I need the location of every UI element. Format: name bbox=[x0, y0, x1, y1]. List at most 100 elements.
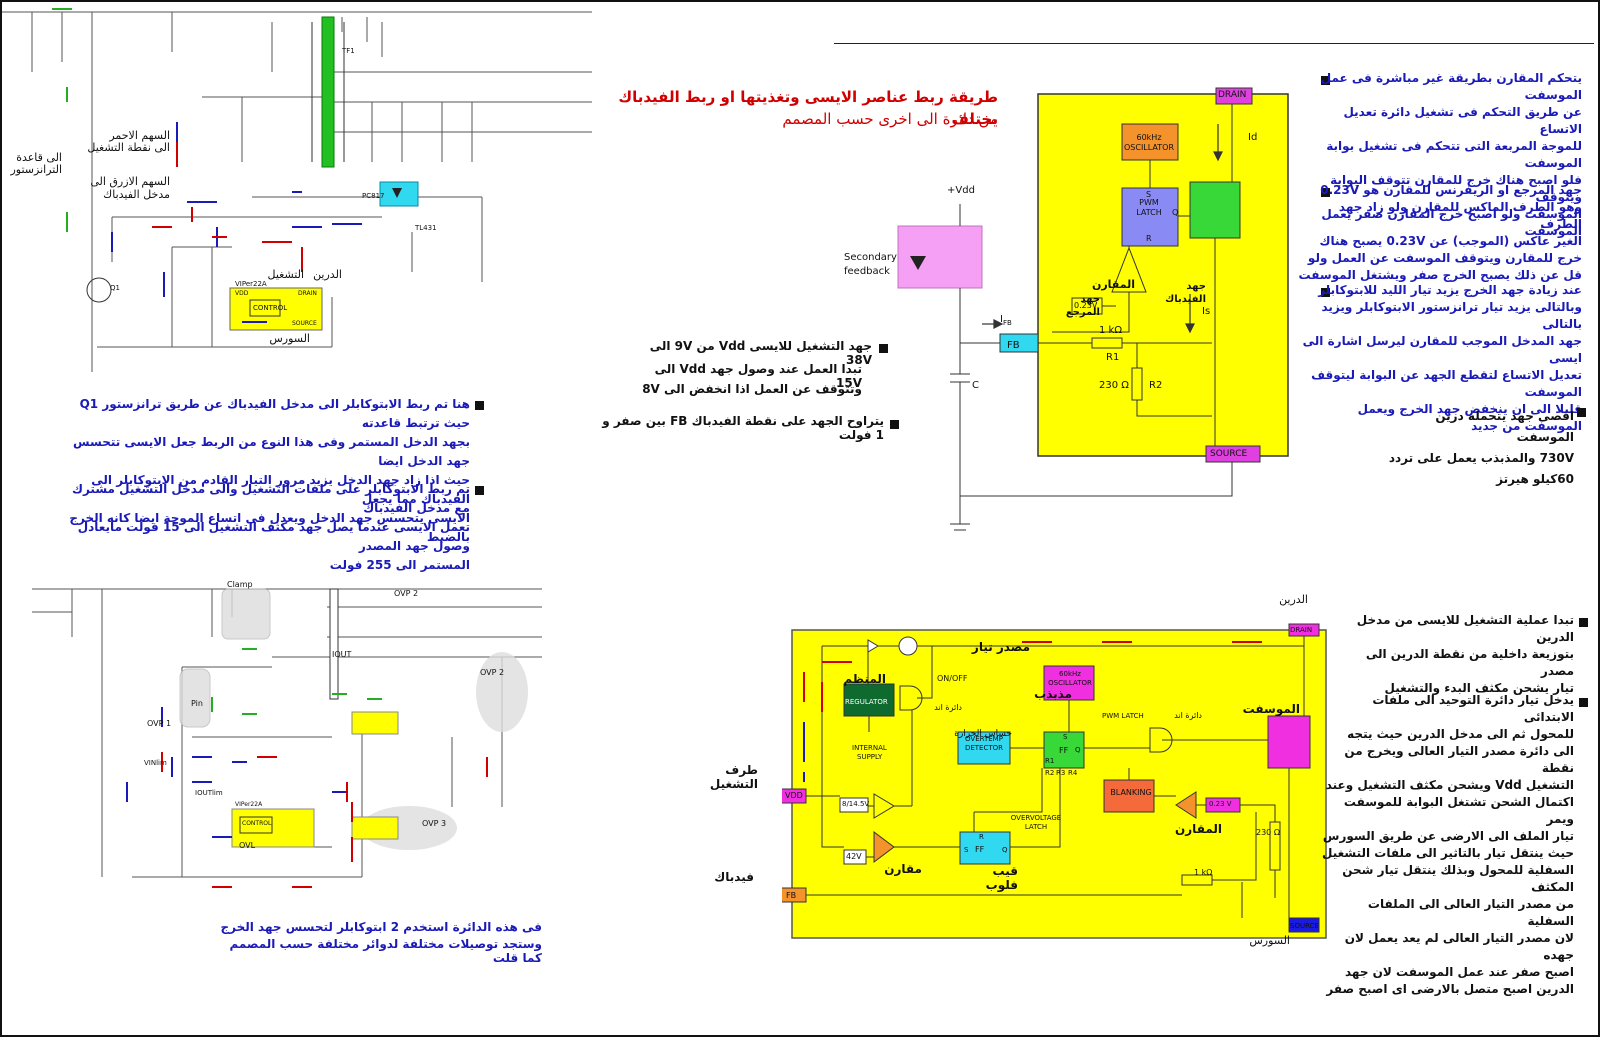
capacitor-label: C bbox=[972, 380, 979, 391]
note-line: وبالتالى يزيد تيار ترانزستور الابتوكابلر… bbox=[1321, 300, 1582, 331]
ref-label-ar-2: المرجع bbox=[1065, 307, 1100, 318]
fb-current-subscript: FB bbox=[1002, 319, 1012, 327]
pwm-ff-r2: R2 bbox=[1045, 769, 1055, 777]
r2-value: 230 Ω bbox=[1099, 380, 1129, 391]
ov-ff-q: Q bbox=[1002, 846, 1008, 854]
bullet-marker bbox=[890, 420, 899, 429]
control-label: CONTROL bbox=[242, 820, 272, 827]
note-line: السفلية للمحول وبذلك ينتقل تيار شحن المك… bbox=[1342, 863, 1574, 894]
bullet-marker bbox=[475, 486, 484, 495]
source-label-ar: السورس bbox=[1249, 934, 1290, 947]
drain-pin-label: DRAIN bbox=[298, 290, 317, 297]
note-line: الى دائرة مصدر التيار العالى ويخرج من نق… bbox=[1344, 744, 1574, 775]
hysteresis-box bbox=[839, 797, 869, 813]
ref-label-ar-1: جهد bbox=[1080, 294, 1100, 305]
control-label: CONTROL bbox=[253, 304, 288, 312]
notes-right-p3: عند زيادة جهد الخرج يزيد تيار الليد للاب… bbox=[1298, 282, 1582, 435]
note-line: المستمر الى 255 فولت bbox=[329, 558, 470, 572]
fb-pin-label: FB bbox=[1007, 340, 1020, 351]
note-line: عن طريق التحكم فى تشغيل دائرة تعديل الات… bbox=[1343, 105, 1582, 136]
current-source-label-ar: مصدر تيار bbox=[971, 640, 1030, 654]
note-line: تعديل الاتساع لتقطع الجهد عن البوابة ليت… bbox=[1311, 368, 1582, 399]
comparator-label-ar: المقارن bbox=[1175, 822, 1222, 836]
fb-label-ar-1: جهد bbox=[1186, 281, 1206, 292]
pwm-ff-r4: R4 bbox=[1068, 769, 1078, 777]
v42-label: 42V bbox=[846, 852, 862, 861]
source-pin-label: SOURCE bbox=[292, 320, 317, 327]
spec-fb-range: يتراوح الجهد على نقطة الفيدباك FB بين صف… bbox=[602, 414, 884, 442]
top-left-schematic bbox=[2, 8, 592, 372]
fb-current-symbol: I bbox=[1000, 314, 1003, 325]
pwm-s-pin: S bbox=[1146, 190, 1152, 199]
note-line: تيار يشحن مكثف البدء والتشغيل bbox=[1384, 681, 1574, 695]
bottom-note-line-1: فى هذه الدائرة استخدم 2 ابتوكابلر لتحسس … bbox=[220, 920, 542, 934]
vdd-pin-label: VDD bbox=[235, 290, 249, 297]
run-pin-label-ar: طرف التشغيل bbox=[709, 763, 758, 791]
iout-label: IOUT bbox=[332, 650, 352, 659]
supply-label: SUPPLY bbox=[857, 753, 883, 761]
drain-pin-label: DRAIN bbox=[1290, 626, 1313, 634]
note-line: قل عن ذلك يصبح الخرج صفر ويشتغل الموسفت bbox=[1298, 268, 1583, 282]
fb-label-ar-2: الفيدباك bbox=[1165, 294, 1206, 305]
note-line: تم ربط الابتوكابلر على ملفات التشغيل وال… bbox=[71, 482, 470, 515]
onoff-label: ON/OFF bbox=[937, 674, 968, 683]
note-line: جهد المدخل الموجب للمقارن ليرسل اشارة ال… bbox=[1302, 334, 1582, 365]
regulator-label-ar: المنظم bbox=[843, 672, 886, 686]
comparator-2-label-ar: مقارن bbox=[884, 862, 922, 876]
flipflop-label-ar: قيب فلوب bbox=[985, 864, 1018, 892]
pwm-ff-r3: R3 bbox=[1056, 769, 1066, 777]
note-line: يدخل تيار دائرة التوحيد الى ملفات الابتد… bbox=[1372, 693, 1574, 724]
note-line: حيث ينتقل تيار بالتاثير الى ملفات التشغي… bbox=[1322, 846, 1574, 860]
transformer-label: TF1 bbox=[342, 47, 355, 55]
oscillator-block bbox=[1043, 665, 1095, 701]
r1k-label: 1 kΩ bbox=[1194, 868, 1213, 877]
pwm-latch-block bbox=[1121, 187, 1179, 247]
overtemp-block bbox=[957, 731, 1011, 765]
note-line: الايسى يتحسس جهد الدخل ويعدل فى اتساع ال… bbox=[69, 511, 470, 544]
fb-current-label: IFB bbox=[1000, 314, 1012, 327]
mosfet-block bbox=[1267, 715, 1311, 769]
optocoupler-label: PC817 bbox=[362, 192, 385, 200]
ic-label: VIPer22A bbox=[235, 280, 267, 288]
notes-left-p1: هنا تم ربط الابتوكابلر الى مدخل الفيدباك… bbox=[62, 395, 470, 547]
note-line: للموجة المربعة التى تتحكم فى تشغيل بوابة… bbox=[1326, 139, 1582, 170]
oscillator-label: 60kHz OSCILLATOR bbox=[1123, 133, 1174, 152]
internal-label: INTERNAL bbox=[852, 744, 887, 752]
note-line: خرج للمقارن ويتوقف الموسفت عن العمل ولو bbox=[1307, 251, 1582, 265]
blanking-label: BLANKING bbox=[1110, 788, 1152, 797]
note-line: اكتمال الشحن تشتغل البوابة للموسفت ويمر bbox=[1343, 795, 1574, 826]
clamp-label: Clamp bbox=[227, 580, 253, 589]
bullet-marker bbox=[1579, 618, 1588, 627]
note-line: جهد المرجع او الريفرنس للمقارن هو 0.23V bbox=[1320, 183, 1582, 197]
ov-ff-r: R bbox=[979, 833, 984, 841]
thermal-sensor-label-ar: حساس الحرارة bbox=[954, 729, 1012, 739]
note-line: تيار الملف الى الارضى عن طريق السورس bbox=[1322, 829, 1574, 843]
secondary-label: Secondary bbox=[844, 252, 897, 263]
ic-label: VIPer22A bbox=[235, 801, 263, 808]
note-line: يتحكم المقارن بطريقة غير مباشرة فى عمل ا… bbox=[1320, 71, 1582, 102]
ref-label: 0.23 V bbox=[1209, 800, 1232, 808]
source-label-ar: السورس bbox=[269, 332, 310, 345]
note-line: بجهد الدخل المستمر وفى هذا النوع من الرب… bbox=[73, 435, 470, 468]
blue-arrow-note-1: السهم الازرق الى bbox=[90, 175, 170, 188]
notes-right-p1: يتحكم المقارن بطريقة غير مباشرة فى عمل ا… bbox=[1298, 70, 1582, 240]
bullet-marker bbox=[475, 401, 484, 410]
base-note-2: الترانزستور bbox=[10, 163, 62, 176]
note-line: الغير عاكس (الموجب) عن 0.23V يصبح هناك bbox=[1319, 234, 1583, 248]
vdd-label: +Vdd bbox=[947, 185, 975, 196]
ov-ff-block bbox=[959, 831, 1011, 865]
note-line: حيث اذا زاد جهد الدخل يزيد مرور التيار ا… bbox=[91, 473, 470, 506]
notes-right-bottom-p1: تبدا عملية التشغيل للايسى من مدخل الدرين… bbox=[1342, 612, 1574, 697]
pwm-latch-label: PWM LATCH bbox=[1102, 712, 1144, 720]
mosfet-label-ar: الموسفت bbox=[1242, 702, 1300, 716]
notes-right-bottom-p2: يدخل تيار دائرة التوحيد الى ملفات الابتد… bbox=[1320, 692, 1574, 998]
source-pin-label: SOURCE bbox=[1290, 922, 1319, 930]
ovp2-side-label: OVP 2 bbox=[480, 668, 505, 677]
drain-label-ar: الدرين bbox=[1279, 593, 1308, 606]
source-pin-label: SOURCE bbox=[1210, 449, 1248, 459]
feedback-label: feedback bbox=[844, 266, 890, 277]
ovp2-top-label: OVP 2 bbox=[394, 589, 419, 598]
vdd-pin-label: VDD bbox=[785, 791, 803, 800]
note-line: لان مصدر التيار العالى لم يعد يعمل لان ج… bbox=[1344, 931, 1574, 962]
r1-value: 1 kΩ bbox=[1099, 325, 1122, 336]
